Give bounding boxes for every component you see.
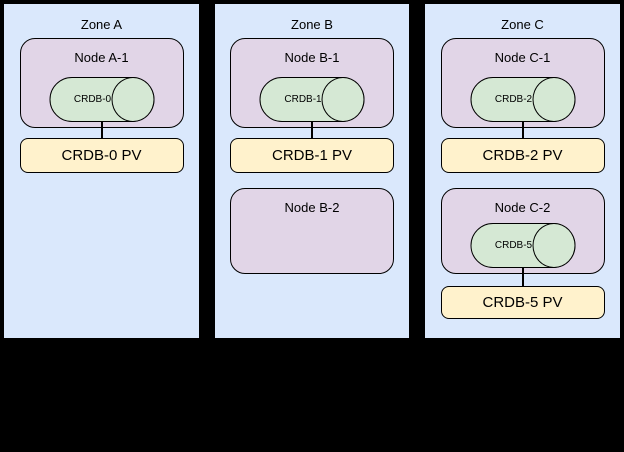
cylinder-crdb-0-label: CRDB-0 [73, 94, 112, 105]
pv-crdb-1-label: CRDB-1 PV [271, 147, 353, 164]
zone-c: Zone C Node C-1 CRDB-2 CRDB-2 PV Node C-… [424, 3, 621, 339]
cylinder-crdb-0: CRDB-0 [49, 77, 154, 122]
node-b-1-title: Node B-1 [284, 50, 340, 65]
pv-crdb-5-label: CRDB-5 PV [482, 294, 563, 311]
cylinder-crdb-5-label: CRDB-5 [494, 240, 533, 251]
connector-crdb-5-to-pv [521, 267, 524, 286]
node-b-1: Node B-1 CRDB-1 [230, 38, 394, 128]
cylinder-face [111, 77, 154, 122]
node-c-1-title: Node C-1 [494, 50, 551, 65]
cylinder-crdb-1: CRDB-1 [259, 77, 365, 122]
pv-crdb-1: CRDB-1 PV [230, 138, 394, 173]
connector-crdb-1-to-pv [311, 121, 313, 138]
node-c-1: Node C-1 CRDB-2 [440, 38, 605, 128]
zone-b-title: Zone B [291, 17, 333, 32]
node-b-2: Node B-2 [230, 188, 394, 274]
node-b-2-title: Node B-2 [284, 200, 340, 215]
node-a-1-title: Node A-1 [74, 50, 129, 65]
node-c-2-title: Node C-2 [494, 200, 551, 215]
cylinder-crdb-5: CRDB-5 [470, 223, 575, 268]
connector-crdb-0-to-pv [100, 121, 103, 138]
pv-crdb-0: CRDB-0 PV [19, 138, 184, 173]
cylinder-face [532, 77, 575, 122]
pv-crdb-2: CRDB-2 PV [440, 138, 605, 173]
node-a-1: Node A-1 CRDB-0 [19, 38, 184, 128]
cylinder-crdb-2: CRDB-2 [470, 77, 575, 122]
zone-a: Zone A Node A-1 CRDB-0 CRDB-0 PV [3, 3, 200, 339]
zone-b: Zone B Node B-1 CRDB-1 CRDB-1 PV Node B-… [214, 3, 410, 339]
cylinder-crdb-1-label: CRDB-1 [284, 94, 322, 105]
zone-c-title: Zone C [501, 17, 544, 32]
pv-crdb-2-label: CRDB-2 PV [482, 147, 563, 164]
connector-crdb-2-to-pv [521, 121, 524, 138]
node-c-2: Node C-2 CRDB-5 [440, 188, 605, 274]
zone-a-title: Zone A [80, 17, 123, 32]
cylinder-face [532, 223, 575, 268]
pv-crdb-5: CRDB-5 PV [440, 286, 605, 319]
cylinder-crdb-2-label: CRDB-2 [494, 94, 533, 105]
cylinder-face [321, 77, 365, 122]
pv-crdb-0-label: CRDB-0 PV [61, 147, 142, 164]
